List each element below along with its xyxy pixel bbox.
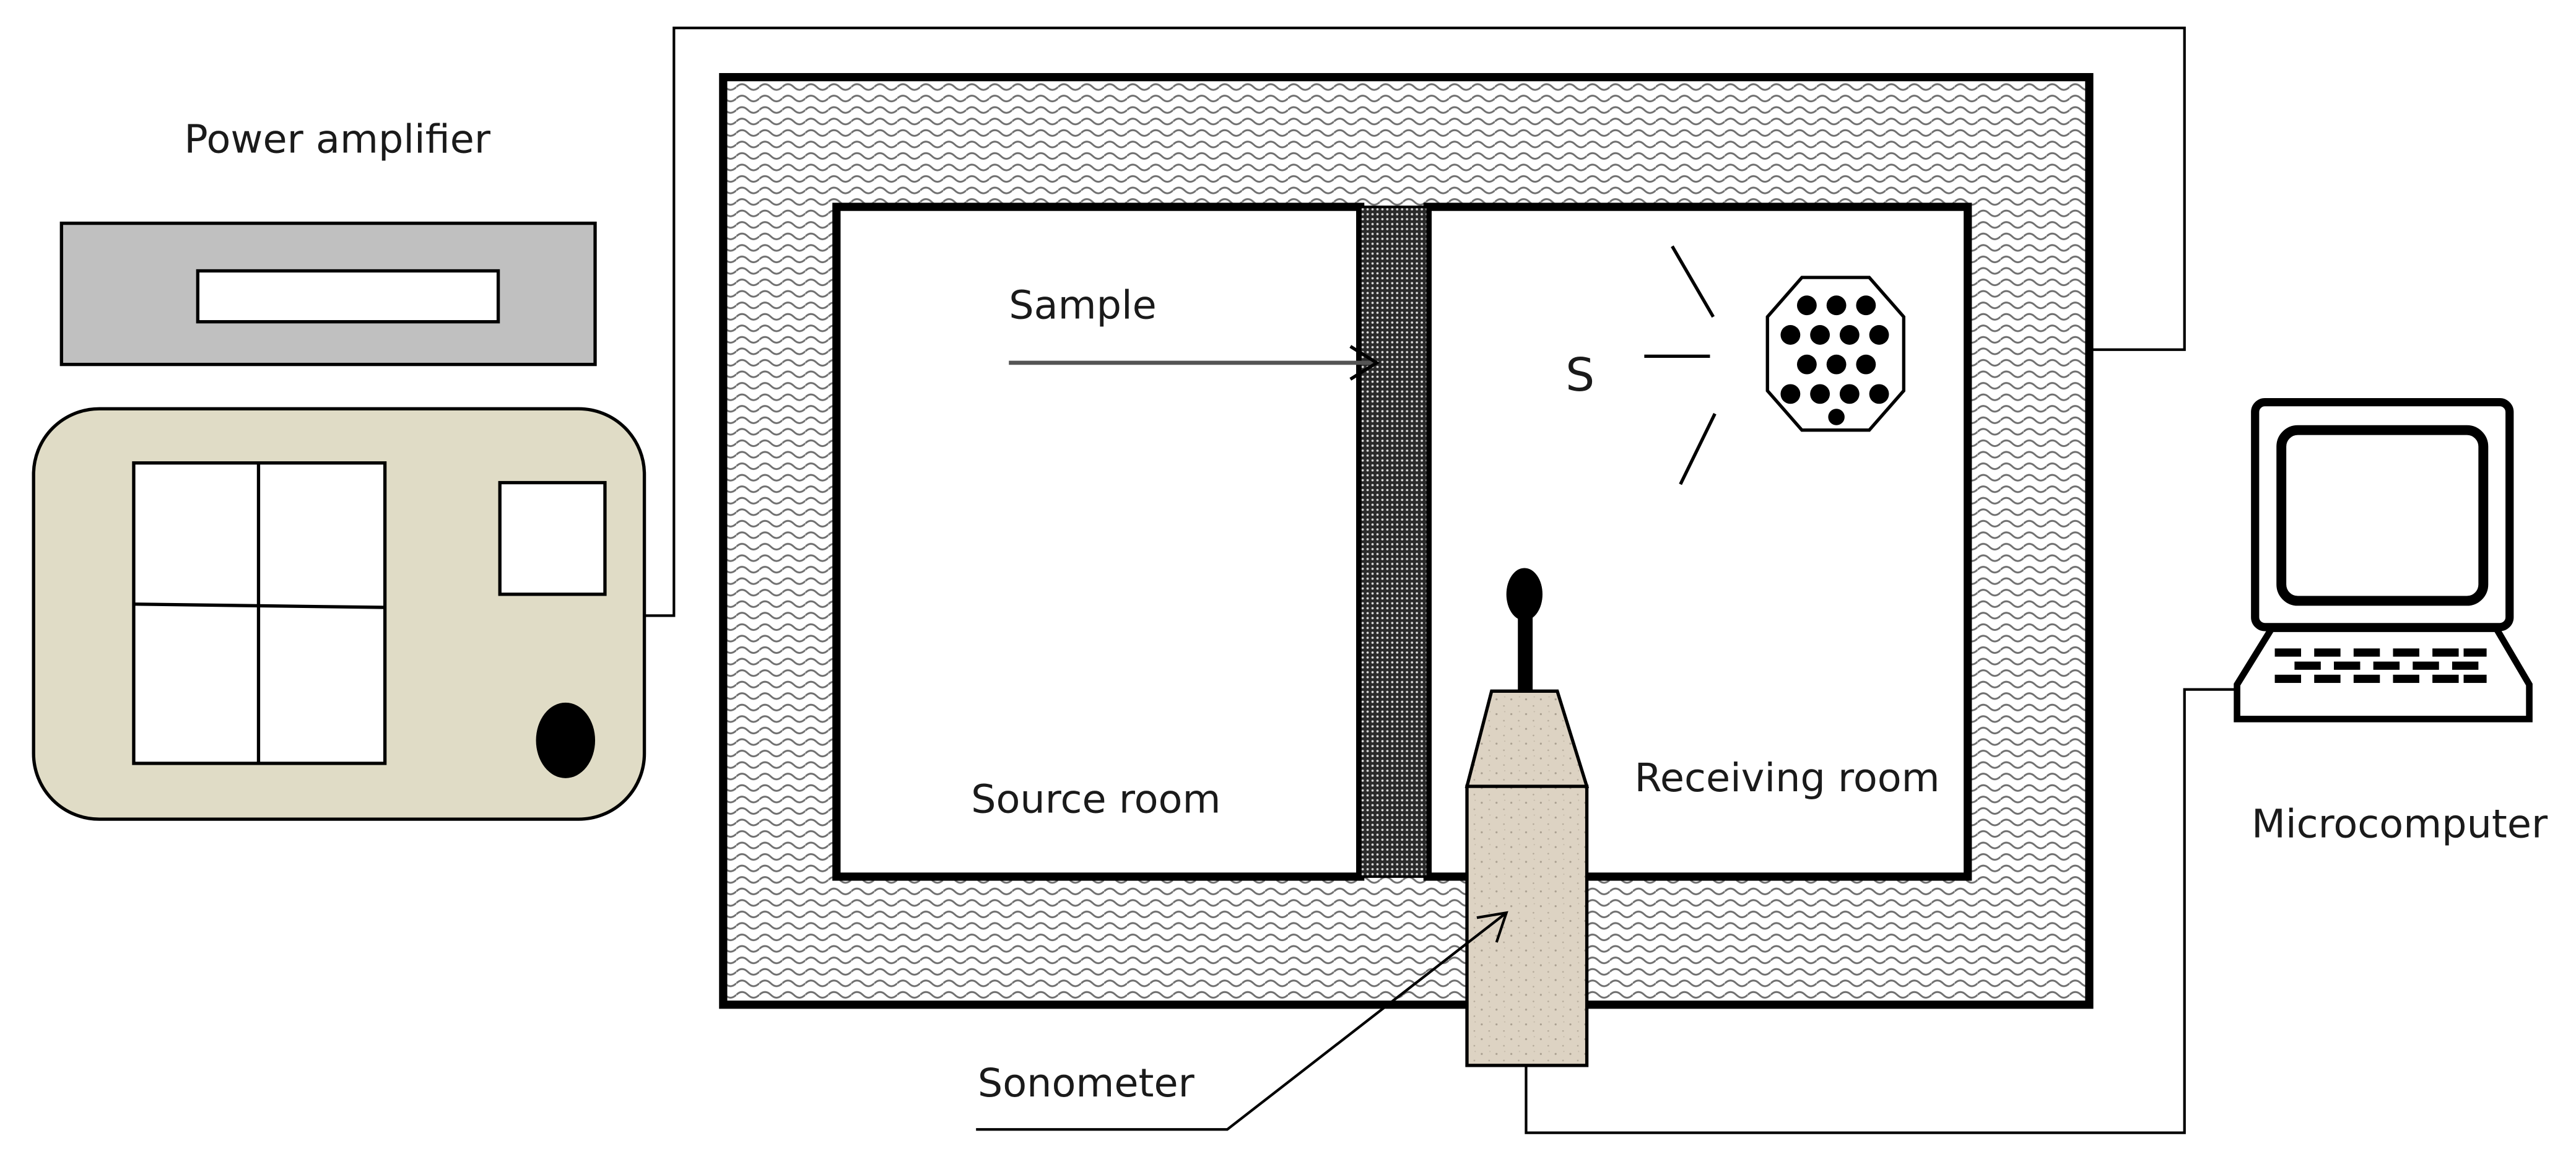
microcomputer-label: Microcomputer	[2252, 801, 2548, 847]
amplifier-knob	[536, 702, 596, 778]
microphone-icon	[1506, 568, 1543, 621]
computer-icon: Microcomputer	[2234, 398, 2548, 847]
keyboard-keys	[2274, 648, 2487, 684]
sonometer	[1464, 568, 1590, 1067]
sound-source: S	[1565, 245, 1905, 485]
sonometer-body	[1465, 784, 1589, 1067]
test-sample-wall	[1359, 206, 1429, 878]
amplifier-display	[196, 269, 500, 324]
keyboard-base	[2234, 625, 2533, 723]
sonometer-annotation: Sonometer	[976, 911, 1508, 1131]
test-chamber: Source room Receiving room	[719, 72, 2094, 1009]
sample-annotation: Sample	[1009, 282, 1380, 381]
receiving-room-label: Receiving room	[1634, 755, 1939, 801]
amplifier-cable	[644, 26, 2186, 617]
sample-arrow-head	[1349, 345, 1380, 381]
sound-ray-upper	[1671, 245, 1715, 318]
sonometer-leader-arrow-head	[1476, 911, 1508, 943]
source-symbol-label: S	[1565, 348, 1595, 402]
sound-ray-lower	[1679, 413, 1717, 485]
sonometer-cable	[1525, 688, 2237, 1134]
power-amplifier-label: Power amplifier	[184, 117, 491, 163]
microphone-stem	[1518, 617, 1533, 693]
power-amplifier: Power amplifier	[32, 117, 646, 821]
source-room-label: Source room	[971, 777, 1221, 823]
source-room	[832, 202, 1365, 881]
sonometer-leader-line	[976, 911, 1507, 1131]
sonometer-label: Sonometer	[978, 1061, 1195, 1106]
monitor-screen	[2276, 425, 2489, 606]
sample-label: Sample	[1009, 282, 1157, 328]
dodecahedron-speaker-icon	[1765, 276, 1905, 432]
amplifier-button	[498, 480, 607, 596]
amplifier-panel-horizontal-divider	[133, 602, 385, 609]
